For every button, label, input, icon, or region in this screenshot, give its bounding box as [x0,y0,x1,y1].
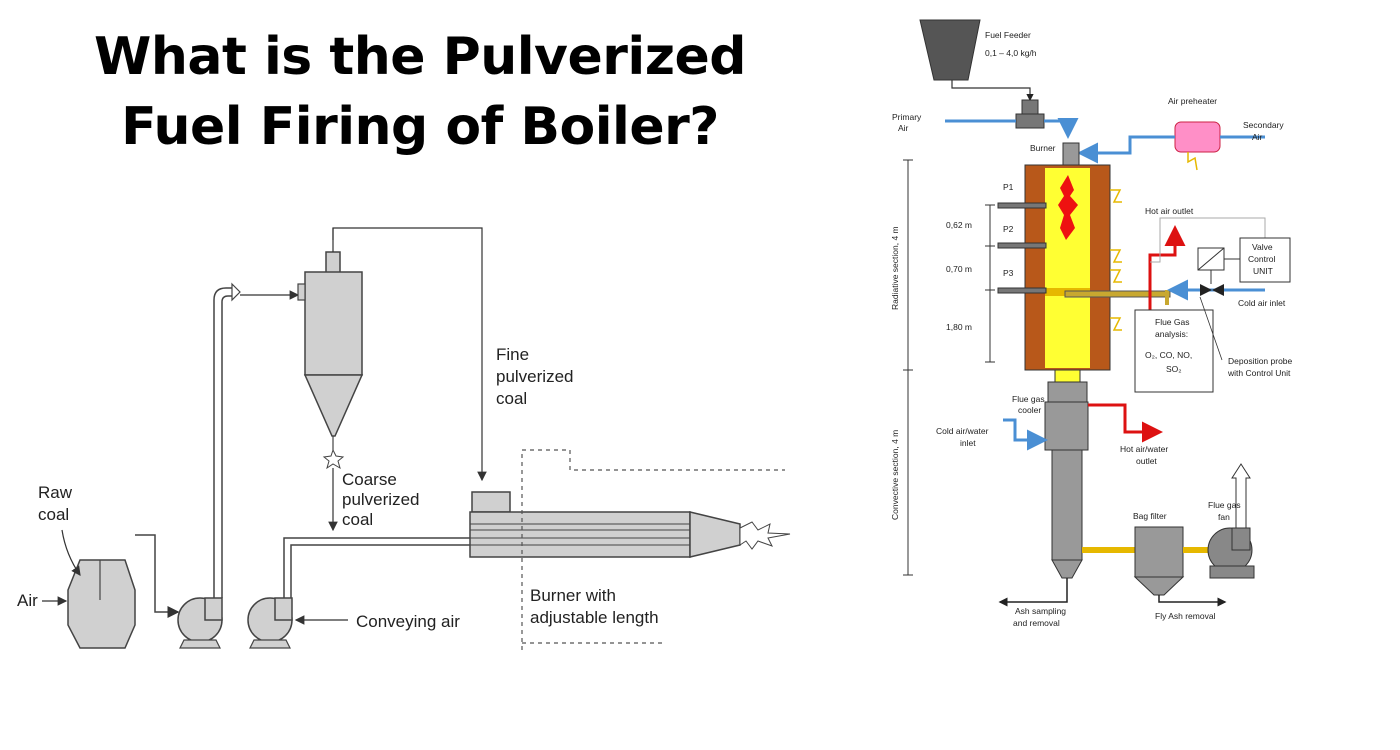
exhaust-arrow [1231,463,1251,529]
fuel-feeder-hopper [919,19,981,81]
coarse-coal-label-1: Coarse [342,470,397,489]
cyclone-separator [297,251,364,470]
convective-duct [1051,449,1083,561]
deposition-probe [1064,290,1171,298]
raw-coal-arrow [61,529,81,576]
dim-1-label: 0,62 m [946,220,972,230]
valve-label-2: Control [1248,254,1276,264]
cold-air-inlet-label: Cold air inlet [1238,298,1286,308]
fly-ash-removal-line [1158,595,1227,607]
fan-label-1: Flue gas [1208,500,1241,510]
ash-sampling-label-2: and removal [1013,618,1060,628]
hot-water-outlet-line [1088,403,1163,443]
air-label: Air [17,591,38,610]
probe-p3 [997,287,1047,294]
fuel-feeder-label: Fuel Feeder [985,30,1031,40]
primary-air-label-2: Air [898,123,909,133]
coarse-coal-label-2: pulverized [342,490,420,509]
convective-section-label: Convective section, 4 m [890,430,900,520]
conveying-fan [247,597,293,649]
furnace-wall-dashed [521,449,785,650]
bag-filter-label: Bag filter [1133,511,1167,521]
feed-rate-label: 0,1 – 4,0 kg/h [985,48,1037,58]
hot-air-outlet-label: Hot air outlet [1145,206,1194,216]
secondary-air-label-2: Air [1252,132,1263,142]
cold-water-label-2: inlet [960,438,976,448]
pulverized-coal-system-diagram: Raw coal Air Fine pulverized coal Coarse… [17,227,791,650]
dim-3-label: 1,80 m [946,322,972,332]
furnace-burner [1062,142,1080,169]
air-preheater [1174,121,1221,153]
radiative-furnace [1024,164,1111,371]
hot-water-label-2: outlet [1136,456,1157,466]
air-preheater-label: Air preheater [1168,96,1217,106]
coarse-coal-label-3: coal [342,510,373,529]
mill-fan-1 [177,597,223,649]
flame [1058,175,1078,240]
probe-p2 [997,242,1047,249]
dim-2-label: 0,70 m [946,264,972,274]
burner-label-1: Burner with [530,586,616,605]
deposition-label-2: with Control Unit [1227,368,1291,378]
analysis-label-3: O₂, CO, NO, [1145,350,1192,360]
secondary-air-line [1077,135,1175,164]
cooler-label-1: Flue gas [1012,394,1045,404]
ash-sampling-label-1: Ash sampling [1015,606,1066,616]
flue-gas-cooler [1044,401,1089,451]
fan-label-2: fan [1218,512,1230,522]
secondary-air-label-1: Secondary [1243,120,1284,130]
title-line-2: Fuel Firing of Boiler? [121,97,719,157]
hot-water-label-1: Hot air/water [1120,444,1168,454]
analysis-label-1: Flue Gas [1155,317,1190,327]
fine-coal-label-1: Fine [496,345,529,364]
conveying-air-label: Conveying air [356,612,460,631]
p3-label: P3 [1003,268,1014,278]
probe-p1 [997,202,1047,209]
deposition-label-1: Deposition probe [1228,356,1293,366]
cooler-label-2: cooler [1018,405,1041,415]
cold-water-inlet-line [1003,418,1048,451]
ash-removal-line [998,578,1068,607]
radiative-section-label: Radiative section, 4 m [890,226,900,310]
raw-coal-label-2: coal [38,505,69,524]
cold-water-label-1: Cold air/water [936,426,989,436]
burner-label: Burner [1030,143,1056,153]
valve-icon [1200,284,1212,296]
fly-ash-label: Fly Ash removal [1155,611,1216,621]
fine-coal-label-2: pulverized [496,367,574,386]
page-title: What is the Pulverized Fuel Firing of Bo… [0,22,840,162]
riser-pipe [213,287,232,598]
p2-label: P2 [1003,224,1014,234]
bag-filter [1134,526,1184,578]
burner [469,491,791,558]
analysis-label-2: analysis: [1155,329,1188,339]
valve-label-1: Valve [1252,242,1273,252]
raw-coal-label-1: Raw [38,483,73,502]
valve-label-3: UNIT [1253,266,1273,276]
title-line-1: What is the Pulverized [94,27,746,87]
analysis-label-4: SO₂ [1166,364,1182,374]
conveying-pipe [283,537,470,598]
burner-label-2: adjustable length [530,608,659,627]
primary-air-label-1: Primary [892,112,922,122]
coal-feed-pipe [135,534,180,618]
hot-air-outlet-line [1148,225,1186,370]
p1-label: P1 [1003,182,1014,192]
flue-gas-analysis-box [1134,309,1214,393]
fine-coal-label-3: coal [496,389,527,408]
valve-control-unit [1239,237,1291,283]
flue-gas-fan [1207,527,1255,579]
